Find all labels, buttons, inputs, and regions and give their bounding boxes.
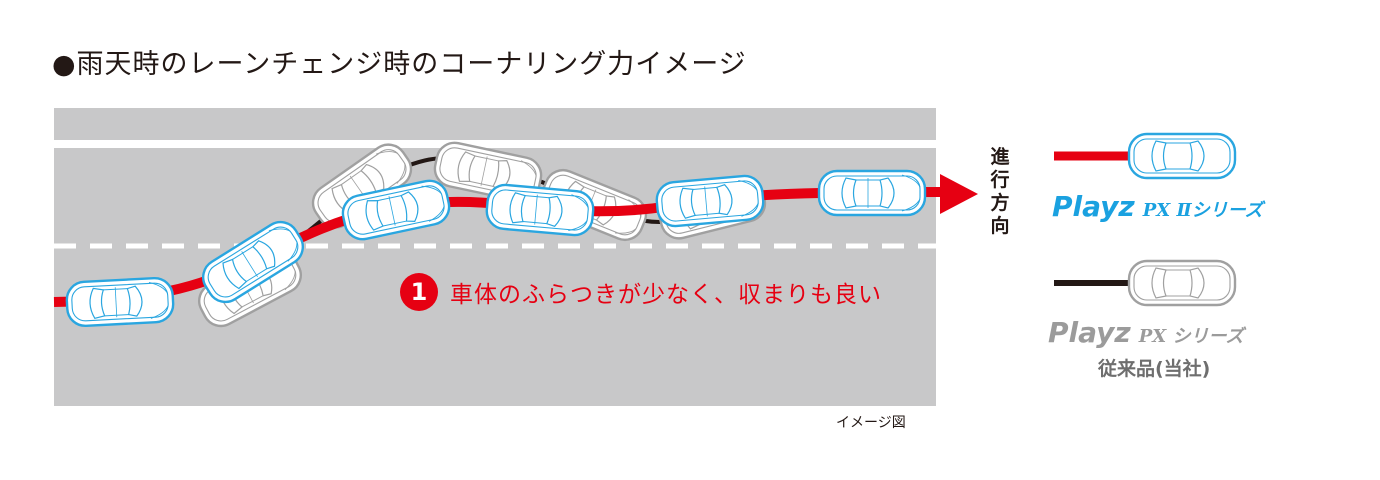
legend-old-sublabel: 従来品(当社) [1098, 358, 1211, 380]
legend-old-car [1127, 259, 1237, 307]
callout-number-badge: 1 [400, 273, 438, 311]
new-car [817, 169, 927, 217]
new-car [654, 173, 766, 229]
lane-edge-line [54, 140, 936, 148]
legend-new-car [1127, 132, 1237, 180]
legend-new-label: Playz PX Ⅱシリーズ [1052, 190, 1263, 223]
direction-label: 進 行 方 向 [986, 146, 1014, 238]
direction-char: 向 [990, 215, 1010, 237]
series-name: PX Ⅱシリーズ [1142, 200, 1263, 221]
callout: 1 車体のふらつきが少なく、収まりも良い [400, 272, 882, 312]
new-car [484, 182, 596, 238]
legend-old-label: Playz PX シリーズ [1048, 316, 1244, 349]
playz-logo: Playz [1052, 190, 1135, 223]
new-car [64, 276, 176, 328]
direction-arrow-head [940, 174, 978, 214]
image-caption: イメージ図 [836, 415, 906, 431]
callout-text: 車体のふらつきが少なく、収まりも良い [450, 282, 882, 308]
direction-char: 方 [990, 192, 1010, 214]
direction-char: 進 [990, 146, 1010, 168]
series-name: PX シリーズ [1138, 326, 1244, 347]
road-shoulder [54, 108, 936, 140]
direction-char: 行 [990, 169, 1010, 191]
playz-logo: Playz [1048, 316, 1131, 349]
diagram-title: ●雨天時のレーンチェンジ時のコーナリング力イメージ [52, 49, 747, 80]
